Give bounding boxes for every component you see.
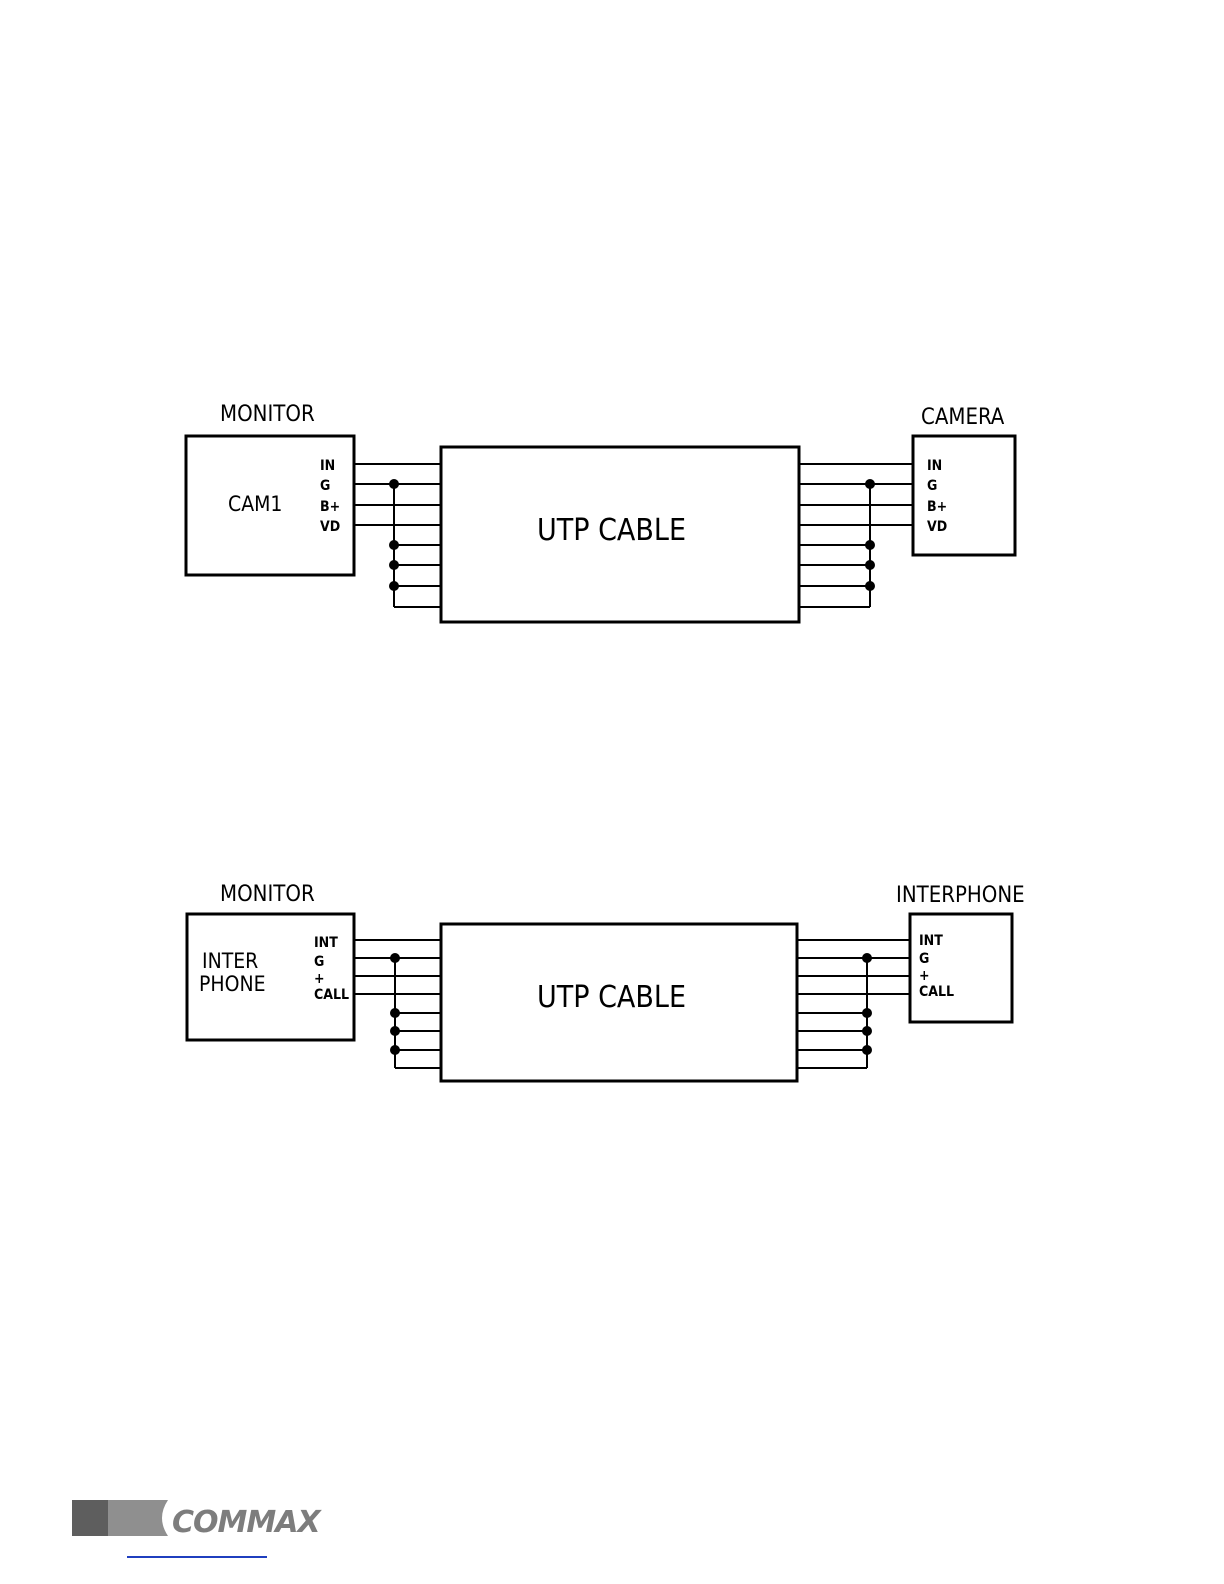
camera-pin-g: G	[927, 478, 937, 494]
wiring-diagram-camera: MONITOR CAM1 IN G B+ VD UTP CABLE CAMERA…	[186, 402, 1015, 622]
right-wires	[799, 464, 913, 607]
camera-pin-vd: VD	[927, 519, 947, 535]
junction-dot	[865, 581, 875, 591]
junction-dot	[390, 1045, 400, 1055]
junction-dot	[862, 1045, 872, 1055]
commax-logo: COMMAX	[72, 1500, 322, 1540]
right-wires	[797, 940, 910, 1068]
monitor-heading: MONITOR	[220, 402, 315, 427]
logo-swoosh-icon	[150, 1500, 168, 1536]
camera-pin-in: IN	[927, 458, 942, 474]
interphone-pin-g: G	[919, 951, 929, 967]
monitor-pin-in: IN	[320, 458, 335, 474]
junction-dot	[865, 479, 875, 489]
monitor-pin-call: CALL	[314, 987, 349, 1003]
junction-dot	[862, 1008, 872, 1018]
junction-dot	[865, 540, 875, 550]
monitor-box-label: CAM1	[228, 492, 282, 516]
logo-dark-block	[72, 1500, 108, 1536]
monitor-pin-g: G	[314, 954, 324, 970]
junction-dot	[862, 953, 872, 963]
camera-heading: CAMERA	[921, 405, 1005, 430]
utp-cable-label: UTP CABLE	[537, 513, 686, 548]
junction-dot	[390, 953, 400, 963]
wiring-diagram-interphone: MONITOR INTER PHONE INT G + CALL UTP CAB…	[187, 882, 1025, 1081]
junction-dot	[390, 1008, 400, 1018]
left-wires	[354, 940, 441, 1068]
junction-dot	[865, 560, 875, 570]
junction-dot	[389, 581, 399, 591]
logo-light-block	[108, 1500, 150, 1536]
junction-dot	[862, 1026, 872, 1036]
camera-box	[913, 436, 1015, 555]
logo-text: COMMAX	[172, 1505, 322, 1540]
monitor-pin-g: G	[320, 478, 330, 494]
interphone-pin-int: INT	[919, 933, 943, 949]
interphone-pin-plus: +	[919, 968, 930, 984]
monitor-pin-plus: +	[314, 971, 325, 987]
monitor-box-label-line1: INTER	[202, 949, 258, 973]
camera-pin-bplus: B+	[927, 499, 947, 515]
monitor-pin-int: INT	[314, 935, 338, 951]
junction-dot	[389, 560, 399, 570]
junction-dot	[389, 540, 399, 550]
left-wires	[354, 464, 441, 607]
monitor-heading: MONITOR	[220, 882, 315, 907]
interphone-heading: INTERPHONE	[896, 883, 1025, 908]
monitor-box-label-line2: PHONE	[199, 972, 266, 996]
junction-dot	[390, 1026, 400, 1036]
junction-dot	[389, 479, 399, 489]
monitor-pin-bplus: B+	[320, 499, 340, 515]
monitor-pin-vd: VD	[320, 519, 340, 535]
utp-cable-label: UTP CABLE	[537, 980, 686, 1015]
interphone-pin-call: CALL	[919, 984, 954, 1000]
